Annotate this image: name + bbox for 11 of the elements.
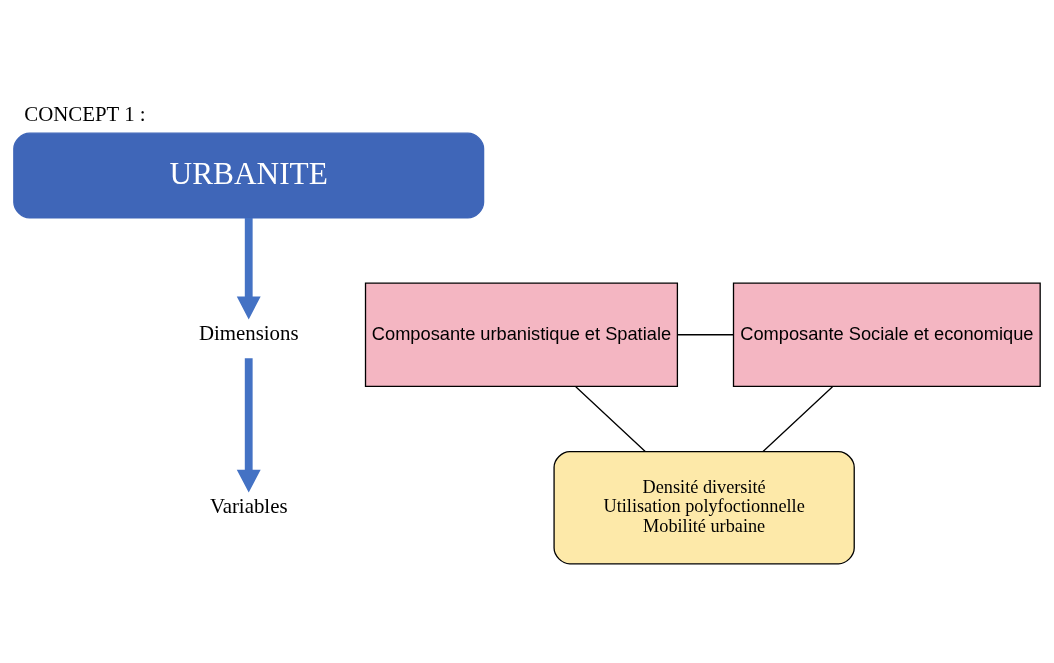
arrow [236, 218, 261, 320]
diagram-title: CONCEPT 1 : [24, 102, 146, 127]
node-box: Composante Sociale et economique [732, 282, 1041, 387]
node-box: URBANITE [13, 132, 485, 219]
node-box: Composante urbanistique et Spatiale [364, 282, 679, 387]
connector [575, 386, 646, 453]
node-text: Variables [209, 493, 288, 518]
node-text: Dimensions [198, 320, 299, 345]
connector [677, 334, 734, 336]
node-box: Densité diversité Utilisation polyfoctionnelle Mobilité urbaine [553, 450, 855, 565]
connector [762, 386, 834, 453]
